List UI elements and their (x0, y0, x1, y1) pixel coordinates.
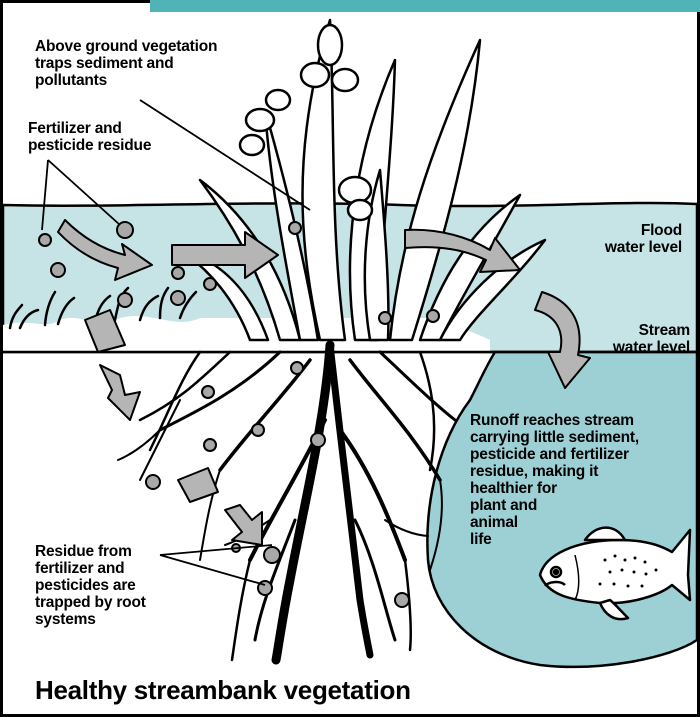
label-fertilizer: Fertilizer and pesticide residue (28, 120, 151, 154)
header-band (150, 0, 700, 12)
label-above-ground: Above ground vegetation traps sediment a… (35, 38, 217, 89)
label-residue: Residue from fertilizer and pesticides a… (35, 543, 146, 628)
diagram-caption: Healthy streambank vegetation (35, 675, 411, 705)
label-flood-water-level: Flood water level (560, 222, 682, 256)
label-stream-water-level: Stream water level (560, 322, 690, 356)
label-runoff: Runoff reaches stream carrying little se… (470, 412, 639, 548)
